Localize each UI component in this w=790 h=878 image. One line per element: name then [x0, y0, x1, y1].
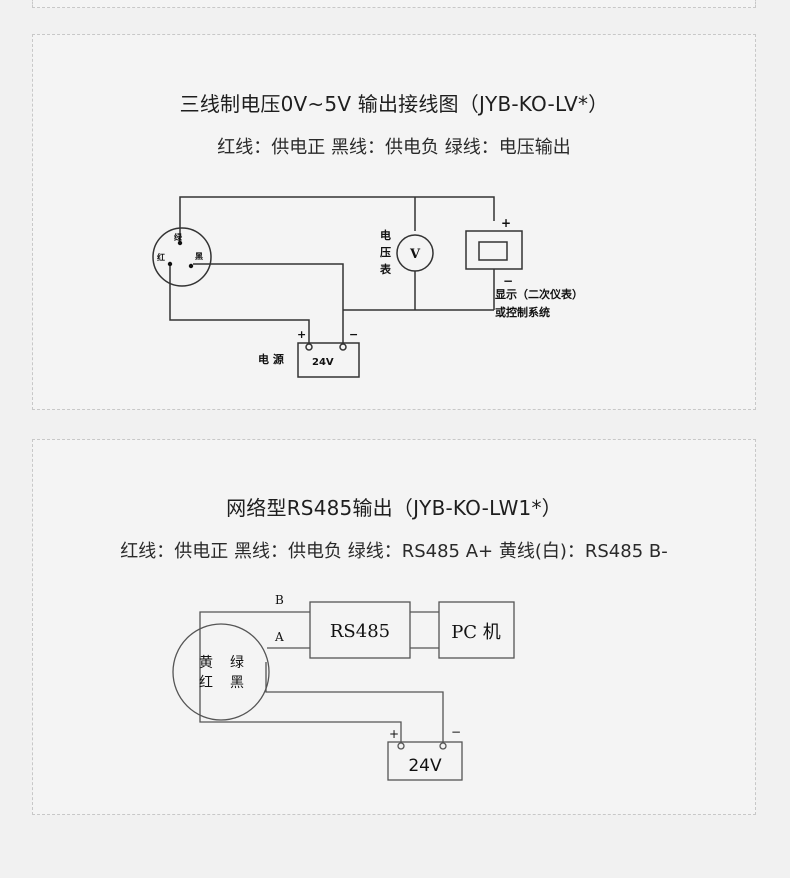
sensor-plug-icon [152, 227, 212, 287]
page-footer-band [0, 838, 790, 878]
voltmeter-label-char-1: 电 [380, 228, 391, 242]
display-label-line-1: 显示（二次仪表） [495, 287, 583, 301]
rs485-converter-icon [309, 601, 411, 659]
line-b-label: B [275, 593, 284, 607]
power-supply-voltage: 24V [312, 357, 334, 368]
supply-plus-sign: + [297, 328, 306, 341]
rs485-wiring-diagram: B A RS485 PC 机 黄 绿 红 黑 + − 24V [172, 593, 515, 781]
display-minus-sign: − [503, 274, 513, 288]
power-supply-voltage: 24V [408, 756, 442, 776]
plug-pin-green-label: 绿 [174, 232, 183, 242]
pin-red-label: 红 [199, 675, 213, 691]
display-instrument-icon [465, 230, 523, 270]
rs485-output-section: 网络型RS485输出（JYB-KO-LW1*） 红线：供电正 黑线：供电负 绿线… [32, 439, 756, 815]
voltage-wiring-diagram: 绿 红 黑 电 压 表 V + − 显示（二次仪表） 或控制系统 电 源 24V… [152, 196, 583, 378]
pin-green-label: 绿 [230, 655, 244, 671]
display-label-line-2: 或控制系统 [495, 305, 550, 319]
voltmeter-symbol: V [409, 247, 421, 262]
supply-minus-sign: − [349, 328, 358, 341]
voltmeter-label-char-2: 压 [380, 245, 391, 259]
supply-minus-sign: − [451, 725, 461, 739]
display-plus-sign: + [501, 216, 511, 230]
line-a-label: A [274, 630, 284, 644]
rs485-box-label: RS485 [330, 621, 390, 642]
voltage-wire-color-legend: 红线：供电正 黑线：供电负 绿线：电压输出 [217, 137, 571, 158]
voltage-wiring-title: 三线制电压0V~5V 输出接线图（JYB-KO-LV*） [179, 92, 609, 116]
rs485-wire-color-legend: 红线：供电正 黑线：供电负 绿线：RS485 A+ 黄线(白)：RS485 B- [120, 541, 668, 562]
sensor-plug-icon [172, 623, 270, 721]
voltage-output-section: 三线制电压0V~5V 输出接线图（JYB-KO-LV*） 红线：供电正 黑线：供… [32, 34, 756, 410]
pin-yellow-label: 黄 [199, 654, 213, 671]
plug-pin-red-label: 红 [157, 252, 165, 262]
voltmeter-label-char-3: 表 [379, 262, 392, 276]
pc-icon [438, 601, 515, 659]
power-supply-icon [297, 342, 360, 378]
supply-plus-sign: + [389, 727, 399, 741]
previous-section-panel [32, 0, 756, 8]
rs485-wiring-title: 网络型RS485输出（JYB-KO-LW1*） [226, 496, 562, 520]
power-supply-icon [387, 741, 463, 781]
pin-black-label: 黑 [230, 675, 244, 691]
plug-pin-black-label: 黑 [195, 251, 203, 261]
power-supply-label: 电 源 [258, 352, 284, 366]
pc-box-label: PC 机 [451, 622, 501, 643]
